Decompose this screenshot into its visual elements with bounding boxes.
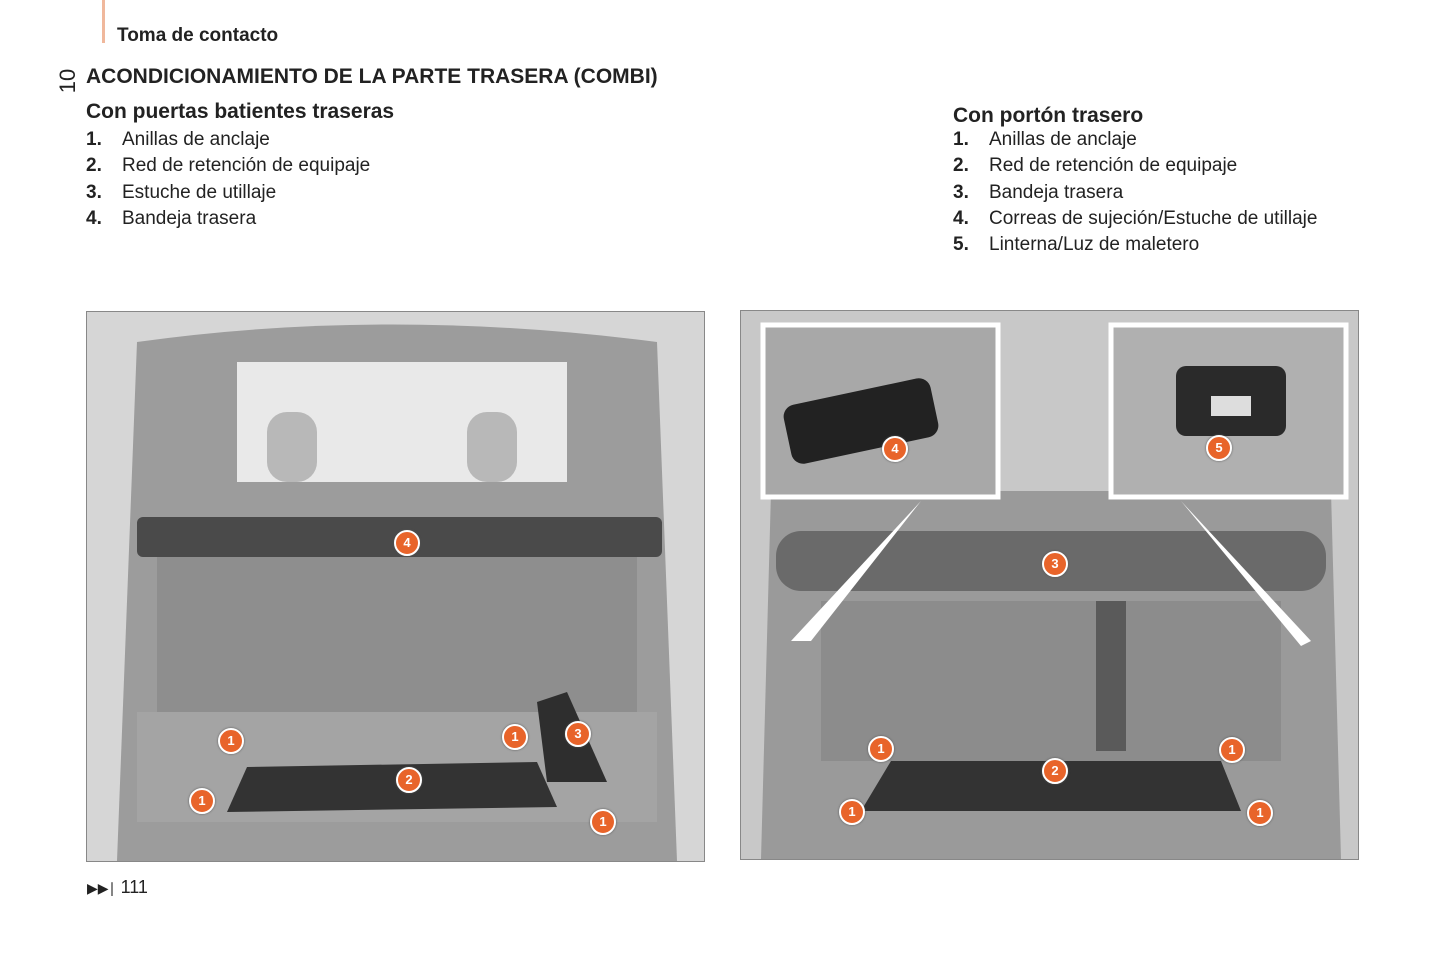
callout-marker: 1: [590, 809, 616, 835]
list-item: 2.Red de retención de equipaje: [953, 155, 1238, 177]
section-accent-bar: [102, 0, 105, 43]
left-subtitle: Con puertas batientes traseras: [86, 100, 395, 123]
section-title: Toma de contacto: [117, 25, 279, 46]
callout-marker: 4: [882, 436, 908, 462]
callout-marker: 1: [839, 799, 865, 825]
page-reference-number: 111: [120, 877, 148, 897]
callout-marker: 1: [1219, 737, 1245, 763]
callout-marker: 3: [1042, 551, 1068, 577]
cargo-illustration: [741, 311, 1358, 859]
callout-marker: 2: [396, 767, 422, 793]
callout-marker: 1: [218, 728, 244, 754]
list-item: 3.Estuche de utillaje: [86, 181, 277, 203]
callout-marker: 2: [1042, 758, 1068, 784]
page-title: ACONDICIONAMIENTO DE LA PARTE TRASERA (C…: [86, 65, 658, 88]
right-subtitle: Con portón trasero: [953, 104, 1144, 127]
list-item: 5.Linterna/Luz de maletero: [953, 234, 1200, 256]
list-item: 4.Bandeja trasera: [86, 207, 257, 229]
right-list: 1.Anillas de anclaje 2.Red de retención …: [953, 127, 1317, 258]
page-reference-link[interactable]: ▶▶∣ 111: [87, 877, 148, 898]
left-list: 1.Anillas de anclaje 2.Red de retención …: [86, 127, 370, 232]
list-item: 4.Correas de sujeción/Estuche de utillaj…: [953, 207, 1318, 229]
list-item: 3.Bandeja trasera: [953, 181, 1124, 203]
callout-marker: 1: [868, 736, 894, 762]
figure-tailgate: 4 5 3 1 2 1 1 1: [740, 310, 1359, 860]
callout-marker: 1: [502, 724, 528, 750]
list-item: 1.Anillas de anclaje: [953, 129, 1137, 150]
callout-marker: 1: [189, 788, 215, 814]
callout-marker: 5: [1206, 435, 1232, 461]
callout-marker: 1: [1247, 800, 1273, 826]
fast-forward-icon: ▶▶∣: [87, 880, 116, 896]
chapter-number: 10: [55, 68, 80, 94]
figure-rear-doors: 4 1 2 1 3 1 1: [86, 311, 705, 862]
callout-marker: 4: [394, 530, 420, 556]
callout-marker: 3: [565, 721, 591, 747]
list-item: 2.Red de retención de equipaje: [86, 155, 371, 177]
list-item: 1.Anillas de anclaje: [86, 129, 270, 150]
